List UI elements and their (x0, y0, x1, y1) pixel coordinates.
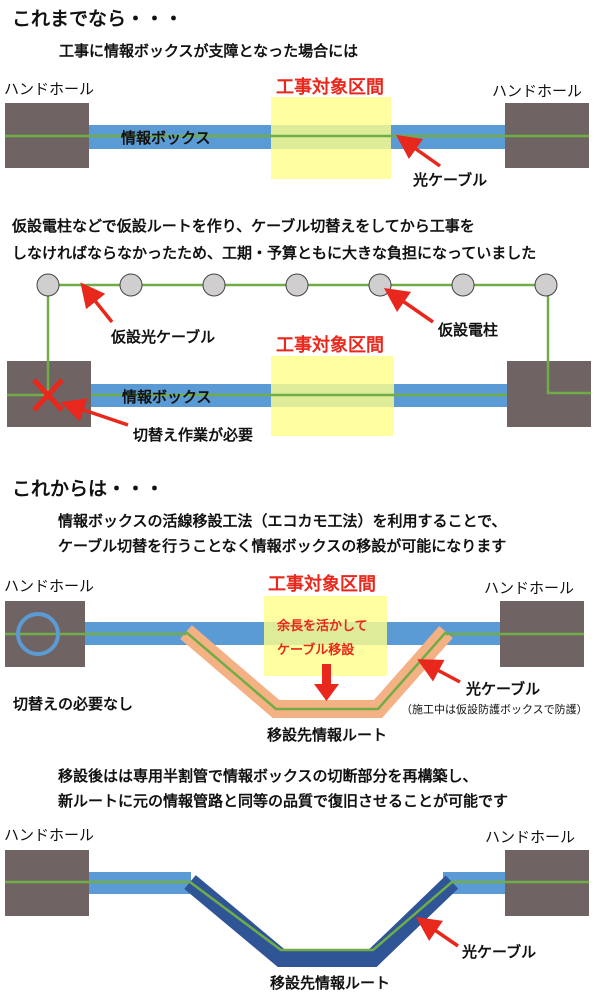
ok-circle-icon (16, 612, 60, 656)
temporary-poles (36, 273, 558, 297)
handhole-right-label: ハンドホール (492, 82, 583, 100)
temporary-pole (368, 273, 392, 297)
handhole-left-label: ハンドホール (4, 826, 95, 844)
cable-arrow (415, 917, 459, 948)
section4-line2: 新ルートに元の情報管路と同等の品質で復旧させることが可能です (58, 792, 509, 810)
work-zone (264, 596, 387, 676)
temp-pole-label: 仮設電柱 (438, 321, 499, 339)
handhole-right-label: ハンドホール (484, 579, 575, 597)
work-zone-title: 工事対象区間 (268, 574, 376, 595)
info-box-label: 情報ボックス (121, 129, 211, 147)
temporary-pole (534, 273, 558, 297)
handhole-left-label: ハンドホール (4, 577, 95, 595)
work-zone-title: 工事対象区間 (276, 77, 384, 98)
temp-pole-arrow (383, 288, 434, 324)
section3-diagram (5, 596, 584, 718)
new-cable (189, 880, 453, 952)
cross-mark-icon (32, 378, 64, 412)
temp-cable-arrow (80, 282, 114, 324)
handhole-right-label: ハンドホール (485, 828, 576, 846)
section3-line1: 情報ボックスの活線移設工法（エコカモ工法）を利用することで、 (58, 512, 507, 530)
info-box-label: 情報ボックス (122, 388, 212, 406)
protection-note: （施工中は仮設防護ボックスで防護） (401, 703, 588, 716)
cable-label: 光ケーブル (462, 943, 537, 961)
temp-cable-label: 仮設光ケーブル (111, 328, 216, 346)
no-switch-label: 切替えの必要なし (13, 695, 134, 713)
zone-note-line2: ケーブル移設 (277, 643, 355, 658)
temporary-pole (451, 273, 475, 297)
down-arrow-icon (314, 664, 339, 701)
moved-cable (185, 631, 447, 711)
section2-diagram (7, 273, 591, 436)
temporary-pole (285, 273, 309, 297)
new-info-route (184, 875, 459, 967)
section4-line1: 移設後はは専用半割管で情報ボックスの切断部分を再構築し、 (58, 767, 478, 785)
section1-diagram (5, 97, 589, 179)
cable-arrow (417, 659, 461, 684)
section2-line1: 仮設電柱などで仮設ルートを作り、ケーブル切替えをしてから工事を (12, 217, 475, 235)
switch-arrow (60, 398, 129, 427)
section4-diagram (5, 850, 589, 967)
new-route-label: 移設先情報ルート (267, 726, 388, 744)
cable-label: 光ケーブル (466, 680, 541, 698)
work-zone (271, 97, 391, 179)
temporary-pole (202, 273, 226, 297)
cable-arrow (395, 134, 442, 168)
work-zone-title: 工事対象区間 (276, 335, 384, 356)
switch-required-label: 切替え作業が必要 (133, 426, 254, 444)
temporary-pole (119, 273, 143, 297)
zone-note-line1: 余長を活かして (277, 619, 368, 634)
section1-intro: 工事に情報ボックスが支障となった場合には (59, 42, 359, 60)
section3-heading: これからは・・・ (12, 478, 165, 500)
section1-heading: これまでなら・・・ (12, 8, 184, 30)
new-route-label: 移設先情報ルート (270, 974, 391, 992)
section3-line2: ケーブル切替を行うことなく情報ボックスの移設が可能になります (58, 537, 507, 555)
handhole-left-label: ハンドホール (4, 80, 95, 98)
temporary-pole (36, 273, 60, 297)
cable-label: 光ケーブル (413, 171, 488, 189)
section2-line2: しなければならなかったため、工期・予算ともに大きな負担になっていました (12, 244, 537, 262)
